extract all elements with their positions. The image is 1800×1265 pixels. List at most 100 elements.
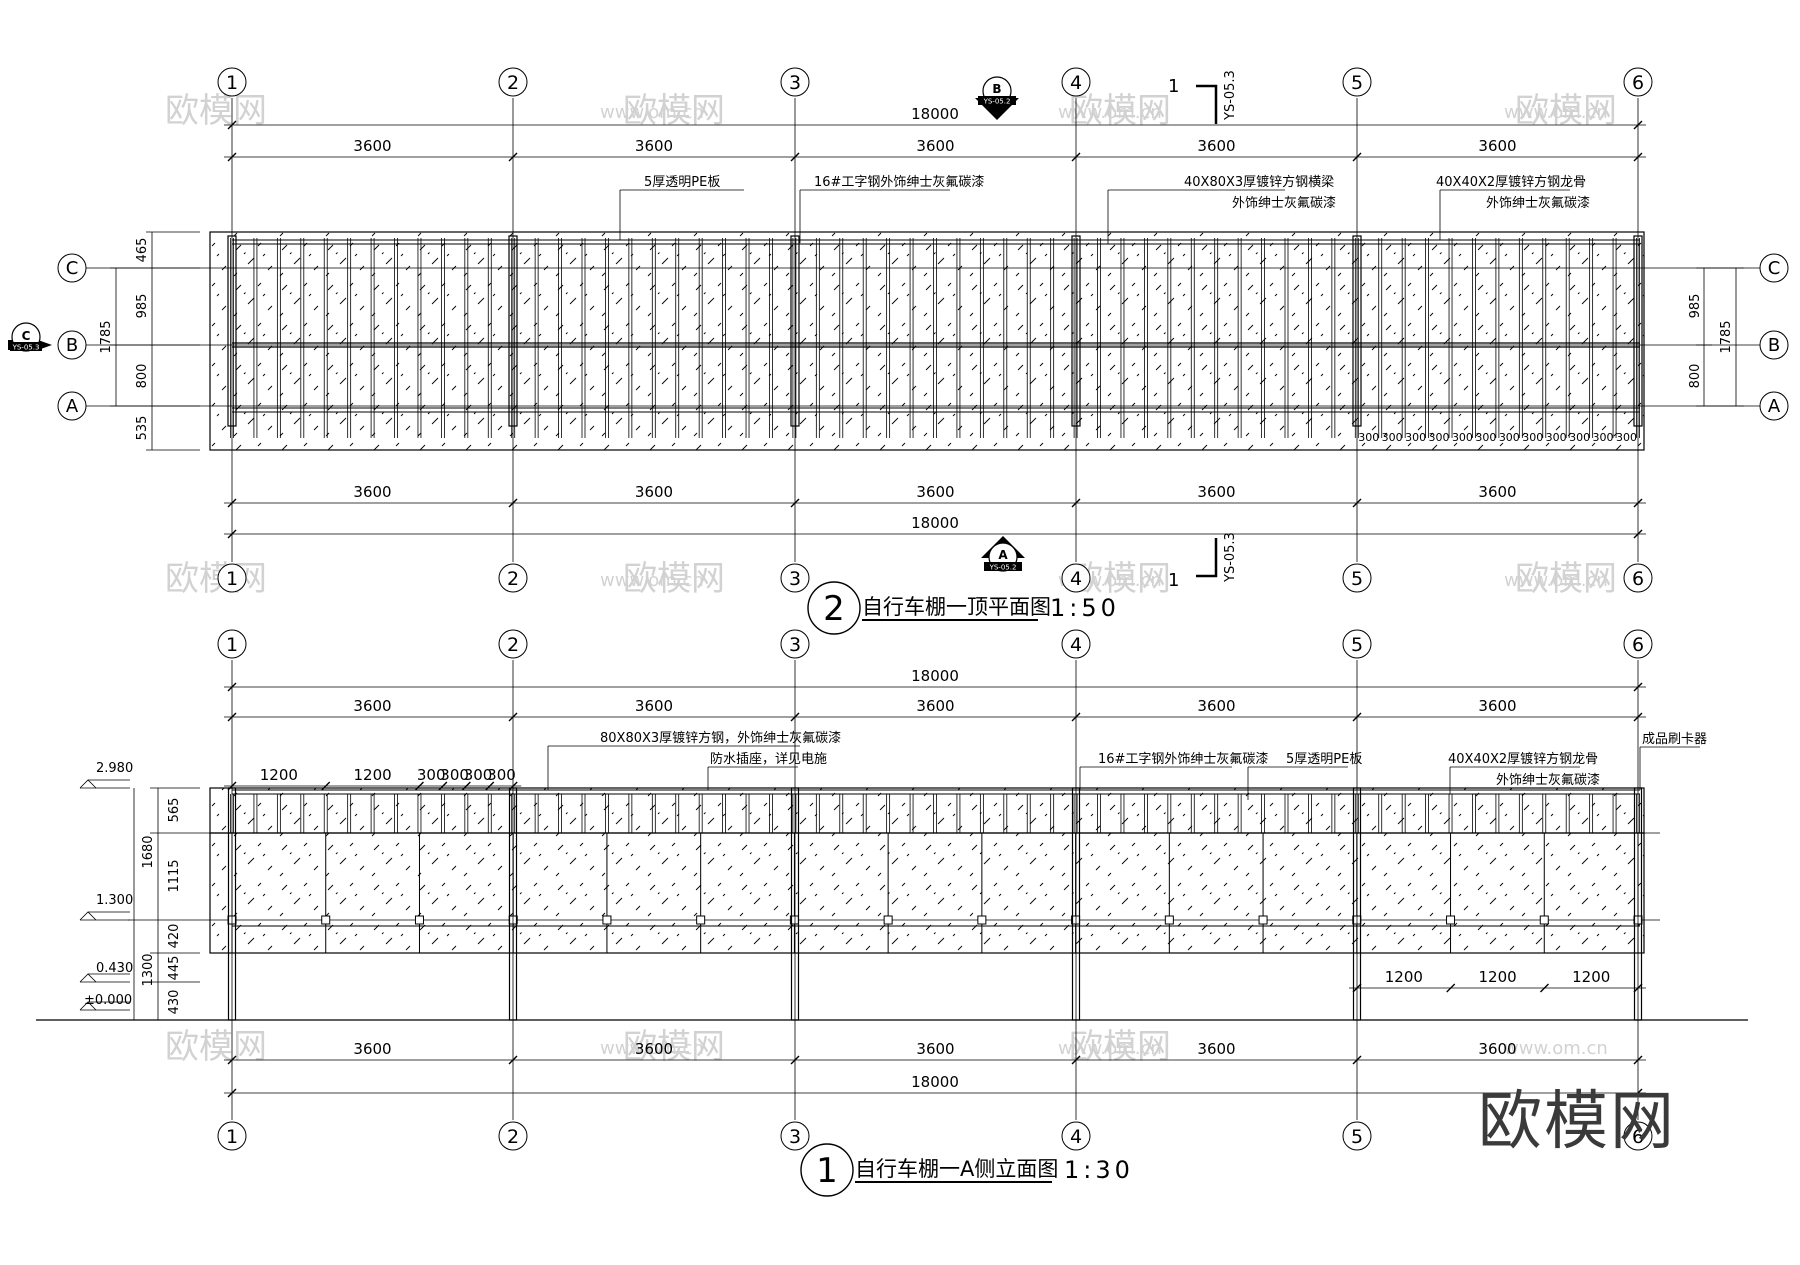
plan-bay-bottom-dim-label: 3600 (1478, 483, 1516, 501)
rib-spacing-label: 300 (1475, 431, 1496, 444)
grid-label: 4 (1070, 634, 1082, 656)
elev-sub-bottom-dim-tick (1539, 983, 1549, 993)
section-b-ref: YS-05.2 (983, 98, 1011, 106)
grid-bubble (1342, 563, 1372, 593)
grid-label: 5 (1351, 568, 1363, 590)
plan-left-dim-2: 985 (135, 294, 150, 319)
watermark-site: www.om.cn (1504, 1038, 1608, 1059)
elev-sub-bottom-dim-label: 1200 (1572, 968, 1610, 986)
grid-bubble (1342, 629, 1372, 659)
grid-bubble (1061, 629, 1091, 659)
grid-bubble (780, 563, 810, 593)
elev-note-card-reader: 成品刷卡器 (1642, 732, 1707, 747)
elev-sub-dim-label: 300 (417, 766, 446, 784)
roof-beams (232, 239, 1640, 413)
grid-label: 6 (1632, 72, 1644, 94)
elev-bay-bottom-dim-label: 3600 (1478, 1040, 1516, 1058)
row-bubbles: C B A C B A (57, 253, 1789, 421)
level-2980: 2.980 (96, 761, 133, 776)
elev-connector (1446, 915, 1456, 925)
elev-left-dim-5: 430 (167, 990, 182, 1015)
plan-note-keel: 40X40X2厚镀锌方钢龙骨 (1436, 174, 1586, 190)
plan-left-dim-4: 535 (135, 416, 150, 441)
watermark-site: www.om.cn (1058, 1038, 1162, 1059)
plan-bay-top-dim-label: 3600 (353, 137, 391, 155)
rib-spacing-label: 300 (1452, 431, 1473, 444)
elev-scale: 1:30 (1064, 1156, 1134, 1184)
cut-marker-top: 1 YS-05.3 (1168, 70, 1238, 124)
grid-label: 1 (226, 72, 238, 94)
elev-bay-top-dim-label: 3600 (353, 697, 391, 715)
cut-bottom-ref: YS-05.3 (1223, 532, 1238, 583)
elev-left-dim-1: 565 (167, 798, 182, 823)
roof-plan-drawing: 5厚透明PE板 16#工字钢外饰绅士灰氟碳漆 40X80X3厚镀锌方钢横梁 外饰… (8, 70, 1789, 635)
elev-connector (1258, 915, 1268, 925)
grid-label: 1 (226, 634, 238, 656)
level-1300: 1.300 (96, 893, 133, 908)
row-label-b-right: B (1768, 335, 1780, 356)
grid-label: 6 (1632, 634, 1644, 656)
grid-bubble (217, 67, 247, 97)
section-marker-a: A YS-05.2 (981, 536, 1025, 572)
grid-bubble (1061, 1121, 1091, 1151)
elev-left-dim-3: 420 (167, 924, 182, 949)
grid-label: 3 (789, 1126, 801, 1148)
grid-bubble (1061, 67, 1091, 97)
elev-bay-bottom-dim-label: 3600 (635, 1040, 673, 1058)
grid-label: 6 (1632, 568, 1644, 590)
elev-note-pe-panel: 5厚透明PE板 (1286, 752, 1362, 767)
elev-title-number: 1 (816, 1151, 838, 1191)
plan-right-dim-2: 800 (1688, 364, 1703, 389)
watermark-site: www.om.cn (600, 102, 704, 123)
row-label-c-right: C (1768, 258, 1781, 279)
elev-bay-bottom-dim-label: 3600 (916, 1040, 954, 1058)
elev-bay-top-dim-label: 3600 (916, 697, 954, 715)
plan-bay-top-dim-label: 3600 (1478, 137, 1516, 155)
plan-title: 自行车棚一顶平面图 (862, 595, 1051, 619)
elev-bay-top-dim-label: 3600 (1197, 697, 1235, 715)
elev-sub-dim-tick (321, 781, 331, 791)
section-c-letter: C (22, 329, 31, 343)
plan-note-beam-finish: 外饰绅士灰氟碳漆 (1232, 195, 1336, 211)
rib-spacing-label: 300 (1358, 431, 1379, 444)
rib-spacing-label: 300 (1499, 431, 1520, 444)
section-a-ref: YS-05.2 (989, 564, 1017, 572)
grid-label: 2 (507, 634, 519, 656)
plan-left-total: 1785 (99, 320, 114, 353)
grid-bubble (217, 629, 247, 659)
rib-spacing-label: 300 (1616, 431, 1637, 444)
grid-bubble (1623, 629, 1653, 659)
grid-bubble (217, 1121, 247, 1151)
elev-bay-top-dim-label: 3600 (1478, 697, 1516, 715)
elev-sub-dim-label: 1200 (354, 766, 392, 784)
watermark-cn: 欧模网 (165, 91, 267, 131)
grid-label: 3 (789, 72, 801, 94)
elev-total-top-dim-label: 18000 (911, 667, 959, 685)
plan-note-beam: 40X80X3厚镀锌方钢横梁 (1184, 174, 1334, 190)
elev-sub-dim-tick (485, 781, 495, 791)
elev-left-total-1: 1680 (141, 835, 156, 868)
grid-label: 4 (1070, 568, 1082, 590)
grid-bubble (498, 1121, 528, 1151)
plan-note-pe-panel: 5厚透明PE板 (644, 175, 720, 190)
elev-connector (414, 915, 424, 925)
elev-sub-dim-label: 300 (487, 766, 516, 784)
elev-sub-dim-tick (414, 781, 424, 791)
row-label-b-left: B (66, 335, 78, 356)
plan-title-block: 2 自行车棚一顶平面图 1:50 (807, 581, 1116, 635)
watermark-cn: 欧模网 (1515, 91, 1617, 131)
level-marks (79, 779, 130, 1011)
watermark-cn: 欧模网 (1515, 559, 1617, 599)
elev-bay-bottom-dim-label: 3600 (353, 1040, 391, 1058)
elev-connector (321, 915, 331, 925)
elev-total-bottom-dim-label: 18000 (911, 1073, 959, 1091)
plan-right-total: 1785 (1719, 320, 1734, 353)
grid-label: 5 (1351, 72, 1363, 94)
grid-label: 1 (226, 1126, 238, 1148)
grid-bubble (217, 563, 247, 593)
elev-sub-dim-label: 300 (464, 766, 493, 784)
brand-logo: 欧模网 (1478, 1085, 1676, 1159)
elev-sub-dim-label: 1200 (260, 766, 298, 784)
rib-spacing-label: 300 (1405, 431, 1426, 444)
